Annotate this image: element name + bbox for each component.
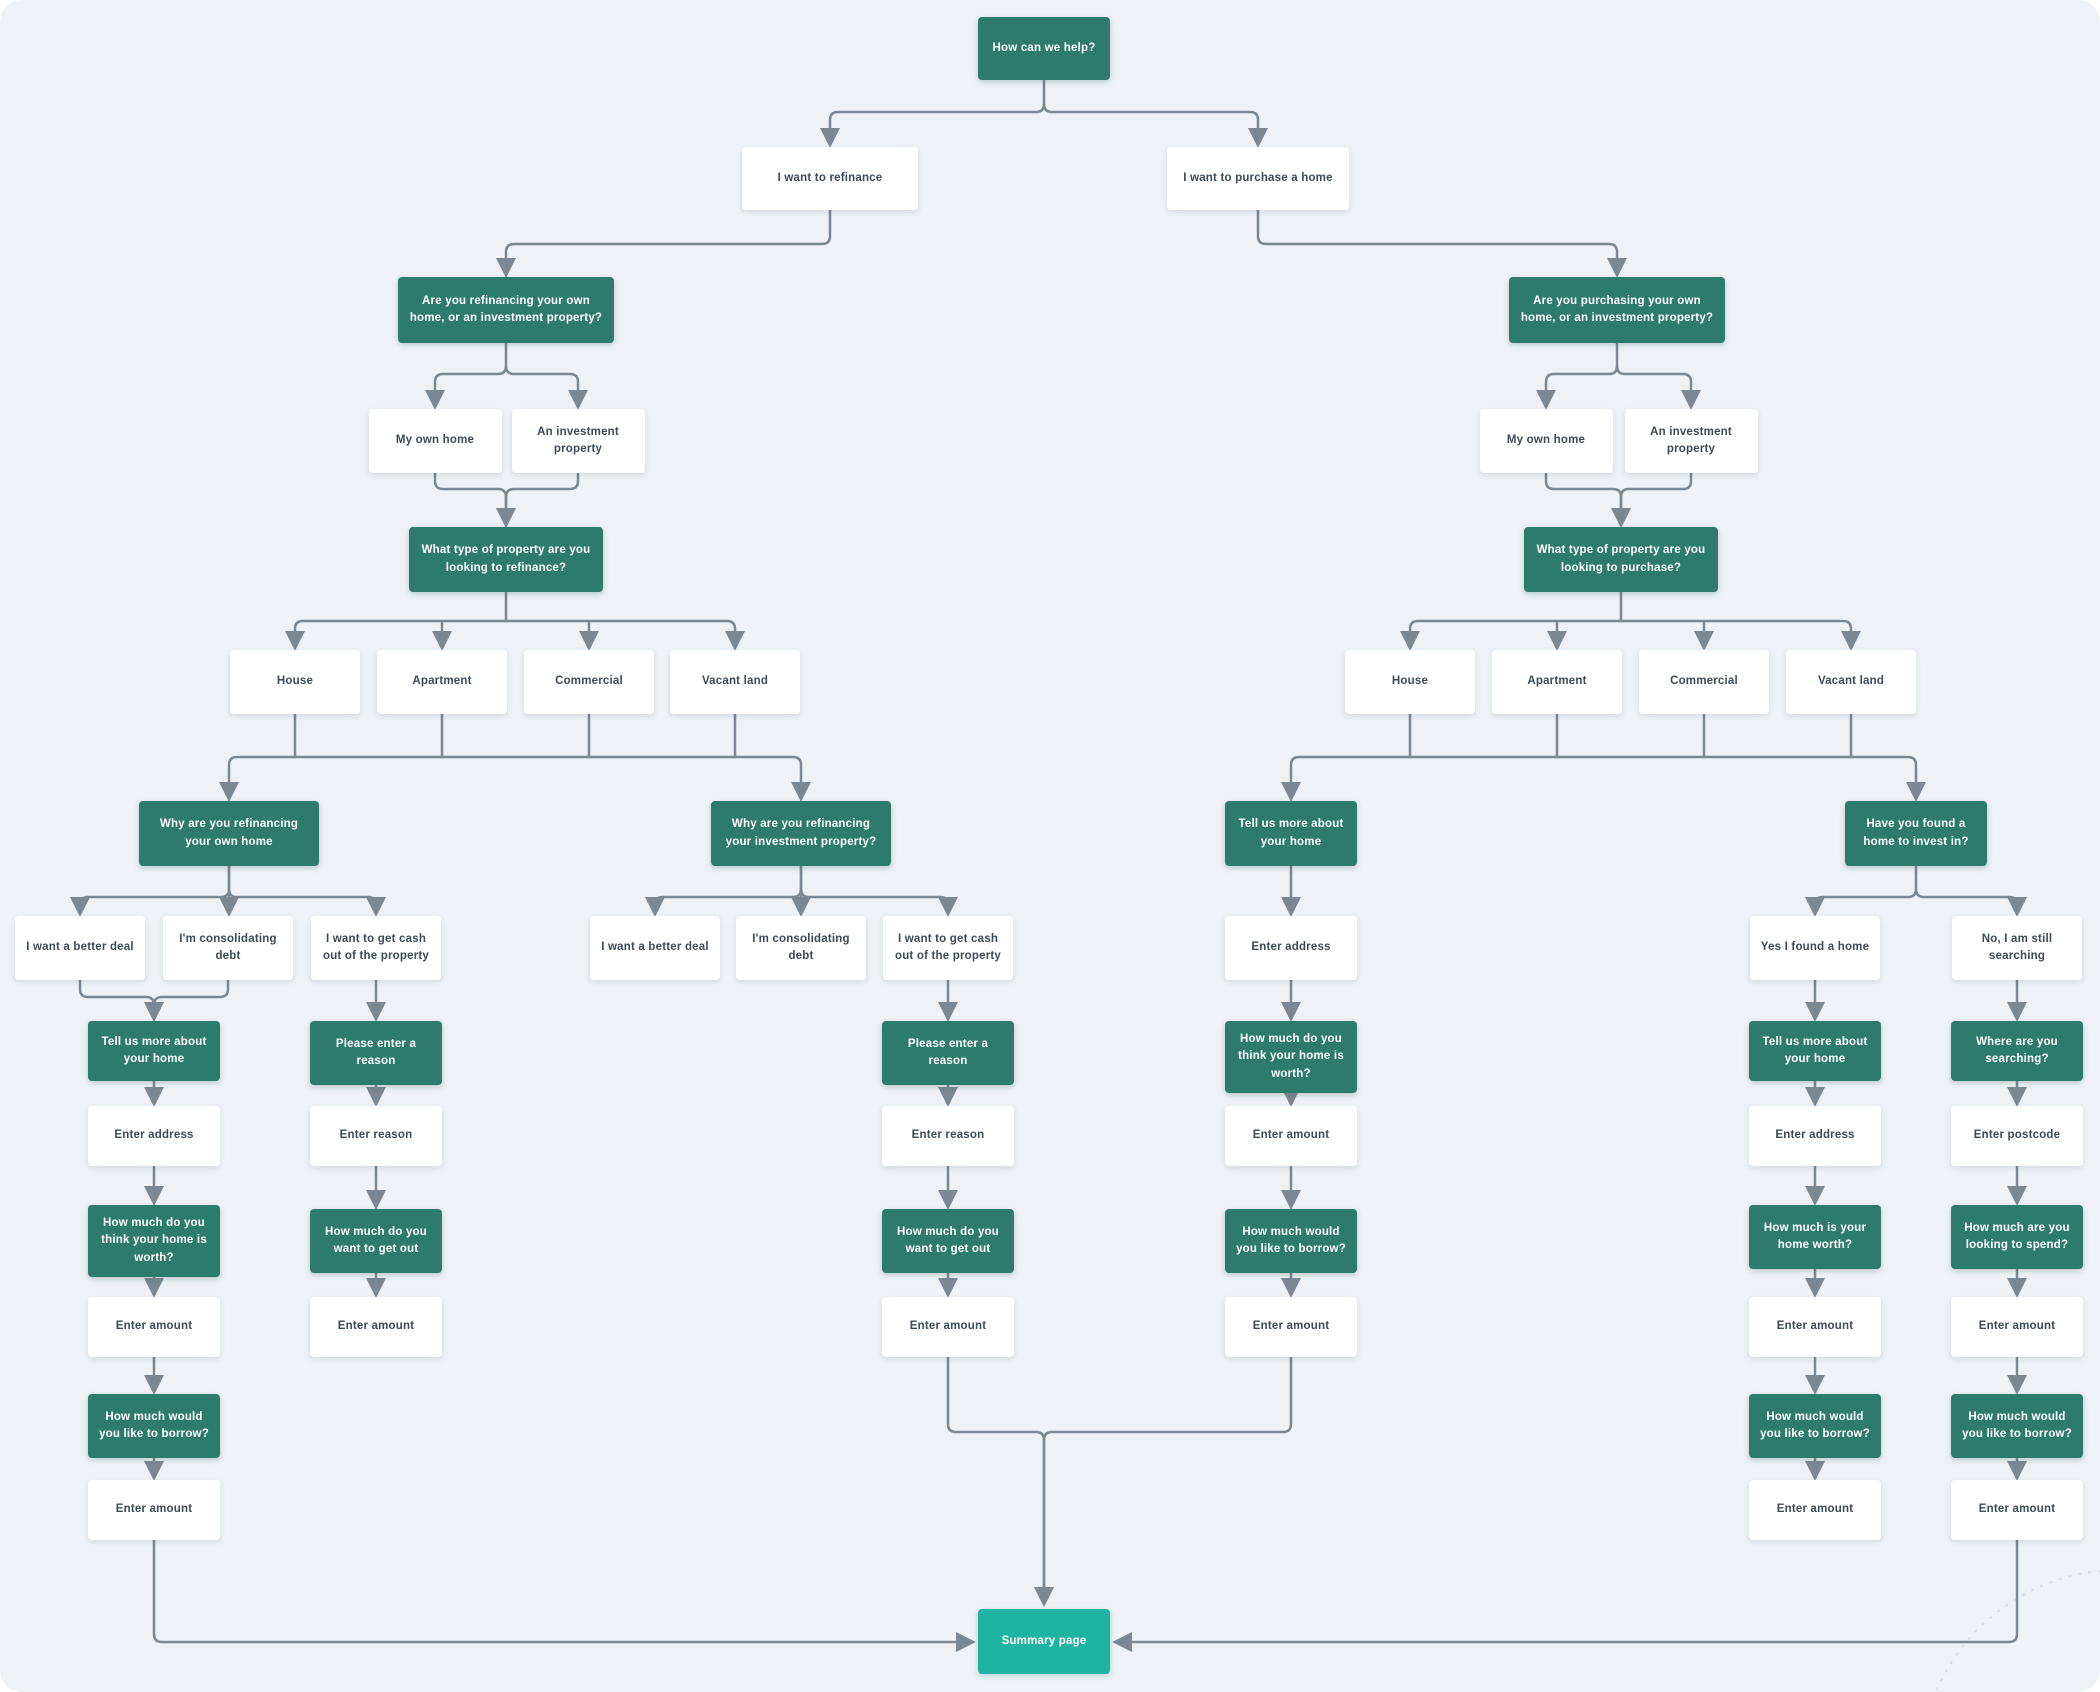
- connector-arrow: [1112, 1540, 2019, 1652]
- node-own-get-out[interactable]: How much do you want to get out: [310, 1209, 442, 1273]
- connector-arrow: [78, 980, 164, 1022]
- node-summary[interactable]: Summary page: [978, 1609, 1110, 1674]
- connector-arrow: [504, 365, 588, 410]
- node-yes-tell-us[interactable]: Tell us more about your home: [1749, 1021, 1881, 1081]
- node-purch-borrow-amount[interactable]: Enter amount: [1225, 1297, 1357, 1357]
- node-refi-my-own-home[interactable]: My own home: [368, 409, 502, 473]
- node-no-spend-amount[interactable]: Enter amount: [1951, 1297, 2083, 1357]
- connector-arrow: [1544, 473, 1631, 528]
- node-refi-own-cash-out[interactable]: I want to get cash out of the property: [311, 916, 441, 980]
- node-purch-my-own-home[interactable]: My own home: [1479, 409, 1613, 473]
- node-refi-inv-cash-out[interactable]: I want to get cash out of the property: [883, 916, 1013, 980]
- connector-arrow: [1034, 1357, 1293, 1607]
- node-purch-apartment[interactable]: Apartment: [1492, 650, 1622, 714]
- node-purch-house[interactable]: House: [1345, 650, 1475, 714]
- node-purch-enter-address[interactable]: Enter address: [1225, 916, 1357, 980]
- connector-arrow: [1621, 619, 1861, 651]
- connector-arrow: [645, 888, 803, 917]
- connector-arrow: [946, 1357, 1054, 1607]
- connector-arrow: [1805, 888, 1918, 917]
- node-own-get-out-amount[interactable]: Enter amount: [310, 1297, 442, 1357]
- connector-arrow: [227, 888, 386, 917]
- node-refi-investment[interactable]: An investment property: [511, 409, 645, 473]
- connector-arrow: [515, 755, 811, 802]
- connector-arrow: [1630, 755, 1926, 802]
- node-refi-apartment[interactable]: Apartment: [377, 650, 507, 714]
- connector-arrow: [820, 103, 1046, 148]
- node-own-borrow-amount[interactable]: Enter amount: [88, 1480, 220, 1540]
- node-inv-reason[interactable]: Please enter a reason: [882, 1021, 1014, 1085]
- node-no-borrow-amount[interactable]: Enter amount: [1951, 1480, 2083, 1540]
- node-no-borrow[interactable]: How much would you like to borrow?: [1951, 1394, 2083, 1458]
- node-refi-property-type[interactable]: What type of property are you looking to…: [409, 527, 603, 592]
- connector-arrow: [1400, 619, 1621, 651]
- node-why-refi-inv[interactable]: Why are you refinancing your investment …: [711, 801, 891, 866]
- connector-arrow: [433, 473, 516, 528]
- connector-arrow: [144, 980, 230, 1022]
- node-yes-home-worth[interactable]: How much is your home worth?: [1749, 1205, 1881, 1269]
- node-purch-borrow[interactable]: How much would you like to borrow?: [1225, 1209, 1357, 1273]
- node-refi-own-consolidating[interactable]: I'm consolidating debt: [163, 916, 293, 980]
- connector-arrow: [1281, 755, 1630, 802]
- node-refi-own-or-inv[interactable]: Are you refinancing your own home, or an…: [398, 277, 614, 343]
- node-own-worth-amount[interactable]: Enter amount: [88, 1297, 220, 1357]
- node-purch-own-or-inv[interactable]: Are you purchasing your own home, or an …: [1509, 277, 1725, 343]
- node-own-tell-us[interactable]: Tell us more about your home: [88, 1021, 220, 1081]
- connector-arrow: [799, 888, 958, 917]
- connector-arrow: [285, 619, 506, 651]
- node-refi-inv-better-deal[interactable]: I want a better deal: [590, 916, 720, 980]
- node-own-enter-reason[interactable]: Enter reason: [310, 1106, 442, 1166]
- node-refi-inv-consolidating[interactable]: I'm consolidating debt: [736, 916, 866, 980]
- node-inv-enter-reason[interactable]: Enter reason: [882, 1106, 1014, 1166]
- node-purch-commercial[interactable]: Commercial: [1639, 650, 1769, 714]
- node-no-postcode[interactable]: Enter postcode: [1951, 1106, 2083, 1166]
- node-how-help[interactable]: How can we help?: [978, 17, 1110, 80]
- decorative-arc: [1934, 1570, 2100, 1692]
- connector-arrow: [1256, 210, 1627, 278]
- node-purch-vacant[interactable]: Vacant land: [1786, 650, 1916, 714]
- connector-arrow: [219, 755, 515, 802]
- node-yes-borrow[interactable]: How much would you like to borrow?: [1749, 1394, 1881, 1458]
- node-refi-house[interactable]: House: [230, 650, 360, 714]
- connector-arrow: [496, 210, 832, 278]
- node-why-refi-own[interactable]: Why are you refinancing your own home: [139, 801, 319, 866]
- connector-arrow: [496, 473, 580, 528]
- node-purch-property-type[interactable]: What type of property are you looking to…: [1524, 527, 1718, 592]
- node-purch-investment[interactable]: An investment property: [1624, 409, 1758, 473]
- node-refi-own-better-deal[interactable]: I want a better deal: [15, 916, 145, 980]
- node-no-where[interactable]: Where are you searching?: [1951, 1021, 2083, 1081]
- node-found-yes[interactable]: Yes I found a home: [1750, 916, 1880, 980]
- connector-arrow: [1914, 888, 2027, 917]
- node-yes-borrow-amount[interactable]: Enter amount: [1749, 1480, 1881, 1540]
- connector-arrow: [1615, 365, 1701, 410]
- node-inv-get-out[interactable]: How much do you want to get out: [882, 1209, 1014, 1273]
- node-refi-commercial[interactable]: Commercial: [524, 650, 654, 714]
- connector-arrow: [1611, 473, 1693, 528]
- node-yes-enter-address[interactable]: Enter address: [1749, 1106, 1881, 1166]
- node-want-purchase[interactable]: I want to purchase a home: [1167, 147, 1349, 210]
- node-own-borrow[interactable]: How much would you like to borrow?: [88, 1394, 220, 1458]
- node-yes-worth-amount[interactable]: Enter amount: [1749, 1297, 1881, 1357]
- connector-arrow: [152, 1540, 976, 1652]
- node-found-home-q[interactable]: Have you found a home to invest in?: [1845, 801, 1987, 866]
- node-own-enter-address[interactable]: Enter address: [88, 1106, 220, 1166]
- connector-arrow: [1536, 365, 1619, 410]
- node-purch-home-worth[interactable]: How much do you think your home is worth…: [1225, 1021, 1357, 1093]
- connector-arrow: [425, 365, 508, 410]
- connector-arrow: [506, 619, 745, 651]
- node-own-reason[interactable]: Please enter a reason: [310, 1021, 442, 1085]
- node-no-spend[interactable]: How much are you looking to spend?: [1951, 1205, 2083, 1269]
- node-own-home-worth[interactable]: How much do you think your home is worth…: [88, 1205, 220, 1277]
- connector-arrow: [1042, 103, 1268, 148]
- connector-arrow: [70, 888, 231, 917]
- node-want-refinance[interactable]: I want to refinance: [742, 147, 918, 210]
- node-purch-tell-us[interactable]: Tell us more about your home: [1225, 801, 1357, 866]
- node-found-no[interactable]: No, I am still searching: [1952, 916, 2082, 980]
- node-refi-vacant[interactable]: Vacant land: [670, 650, 800, 714]
- node-inv-get-out-amount[interactable]: Enter amount: [882, 1297, 1014, 1357]
- node-purch-worth-amount[interactable]: Enter amount: [1225, 1106, 1357, 1166]
